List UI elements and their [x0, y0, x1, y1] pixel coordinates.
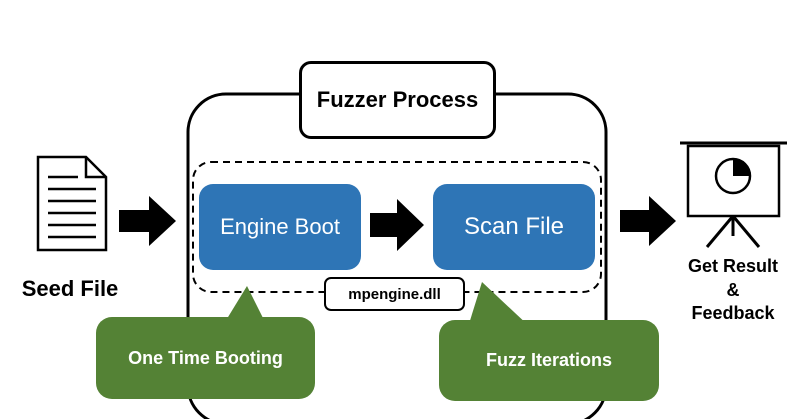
one-time-booting-label: One Time Booting	[128, 347, 283, 368]
mpengine-dll-box: mpengine.dll	[324, 277, 465, 311]
one-time-booting-callout: One Time Booting	[96, 317, 315, 399]
presentation-chart-icon	[680, 141, 787, 248]
fuzz-iterations-label: Fuzz Iterations	[485, 350, 612, 370]
feedback-label: Feedback	[691, 303, 775, 323]
fuzzer-process-title-text: Fuzzer Process	[316, 87, 479, 112]
arrow-process-to-result	[620, 196, 676, 246]
mpengine-dll-label: mpengine.dll	[348, 285, 441, 303]
engine-boot-step: Engine Boot	[199, 184, 361, 270]
scan-file-label: Scan File	[463, 213, 565, 240]
scan-file-step: Scan File	[433, 184, 595, 270]
document-icon	[36, 155, 108, 252]
callout-pointer-iterations	[468, 282, 530, 327]
fuzzer-process-title: Fuzzer Process	[299, 61, 496, 139]
get-result-label: Get Result	[687, 256, 779, 276]
arrow-boot-to-scan	[370, 199, 424, 251]
seed-file-label: Seed File	[21, 276, 119, 301]
engine-boot-label: Engine Boot	[220, 214, 340, 239]
callout-pointer-booting	[225, 286, 265, 322]
arrow-seed-to-process	[119, 196, 176, 246]
ampersand-label: &	[726, 280, 740, 300]
fuzz-iterations-callout: Fuzz Iterations	[439, 320, 659, 401]
